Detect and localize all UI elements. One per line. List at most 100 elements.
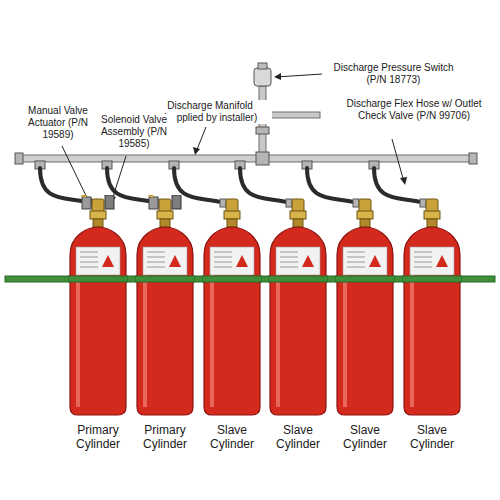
cylinder-shape <box>335 195 395 417</box>
cylinder: Slave Cylinder <box>335 195 395 451</box>
callout-label: Solenoid Valve Assembly (P/N 19585) <box>92 114 176 150</box>
leader-line <box>392 139 404 182</box>
cylinder-strap <box>268 276 328 282</box>
leader-arrow <box>400 177 407 185</box>
callout-label: Discharge Flex Hose w/ Outlet Check Valv… <box>342 98 486 122</box>
cylinder-strap <box>202 276 262 282</box>
sticker-line <box>214 267 232 268</box>
sticker-logo <box>369 255 381 267</box>
cylinder-body <box>404 227 460 415</box>
valve-collar <box>90 211 106 219</box>
valve-collar <box>424 211 440 219</box>
sticker-line <box>214 257 232 258</box>
cylinder-shape <box>202 195 262 417</box>
cylinder-label: Primary Cylinder <box>135 423 195 451</box>
cylinder-shape <box>135 195 195 417</box>
callout-label: Discharge Pressure Switch (P/N 18773) <box>324 62 463 86</box>
cylinder-label: Slave Cylinder <box>202 423 262 451</box>
leader-lines <box>62 74 404 204</box>
cylinder-label: Slave Cylinder <box>335 423 395 451</box>
sticker-line <box>280 252 298 253</box>
leader-line <box>62 146 90 204</box>
sticker-logo <box>102 255 114 267</box>
cylinder-body <box>70 227 126 415</box>
leader-arrow <box>274 73 281 80</box>
sticker-logo <box>236 255 248 267</box>
riser-stub <box>266 112 320 118</box>
sticker-line <box>80 267 98 268</box>
sticker-line <box>280 267 298 268</box>
check-valve <box>286 199 292 207</box>
cylinder-label: Slave Cylinder <box>402 423 462 451</box>
cylinder-body <box>337 227 393 415</box>
sticker-line <box>414 252 432 253</box>
discharge-manifold <box>20 155 472 162</box>
manifold-cap <box>469 153 477 164</box>
leader-line <box>196 127 206 152</box>
leader-line <box>112 156 126 200</box>
sticker-line <box>147 262 165 263</box>
riser-fitting <box>256 127 269 134</box>
switch-cap <box>258 63 267 69</box>
leader-arrow <box>193 147 200 155</box>
sticker-line <box>280 257 298 258</box>
cylinder-label-sticker <box>210 247 254 275</box>
riser-tee <box>256 152 269 165</box>
cylinder-neck <box>160 219 170 227</box>
check-valve <box>220 199 226 207</box>
sticker-line <box>414 257 432 258</box>
pressure-switch <box>254 68 271 86</box>
leader-line <box>276 74 322 77</box>
actuator-lever <box>147 195 153 197</box>
cylinder-strap <box>68 276 128 282</box>
sticker-line <box>347 252 365 253</box>
cylinder-label-sticker <box>143 247 187 275</box>
cylinder-label-sticker <box>410 247 454 275</box>
cylinder-shape <box>68 195 128 417</box>
sticker-line <box>147 252 165 253</box>
cylinder: Slave Cylinder <box>268 195 328 451</box>
sticker-line <box>80 262 98 263</box>
cylinder-label: Slave Cylinder <box>268 423 328 451</box>
flex-hose <box>307 168 357 203</box>
sticker-logo <box>436 255 448 267</box>
sticker-line <box>214 262 232 263</box>
cylinder-shape <box>268 195 328 417</box>
cylinder-label-sticker <box>276 247 320 275</box>
callout-label: Manual Valve Actuator (P/N 19589) <box>20 105 96 141</box>
cylinder: Primary Cylinder <box>68 195 128 451</box>
cylinder-neck <box>227 219 237 227</box>
cylinder: Slave Cylinder <box>402 195 462 451</box>
actuator-lever <box>80 195 86 197</box>
cylinder-label-sticker <box>76 247 120 275</box>
cylinder-strap <box>402 276 462 282</box>
cylinder-neck <box>293 219 303 227</box>
manual-actuator <box>149 197 158 209</box>
cylinder-neck <box>93 219 103 227</box>
cylinder-body <box>137 227 193 415</box>
flex-hose <box>374 168 424 203</box>
sticker-line <box>414 267 432 268</box>
valve-collar <box>157 211 173 219</box>
cylinder: Slave Cylinder <box>202 195 262 451</box>
solenoid-valve <box>172 195 181 209</box>
sticker-line <box>147 267 165 268</box>
cylinder-neck <box>360 219 370 227</box>
sticker-logo <box>169 255 181 267</box>
sticker-line <box>214 252 232 253</box>
cylinder-neck <box>427 219 437 227</box>
sticker-line <box>347 267 365 268</box>
valve-collar <box>290 211 306 219</box>
valve-collar <box>357 211 373 219</box>
check-valve <box>353 199 359 207</box>
sticker-line <box>280 262 298 263</box>
cylinder-strap <box>135 276 195 282</box>
flex-hose <box>240 168 290 203</box>
leader-arrows <box>85 73 407 207</box>
sticker-line <box>347 262 365 263</box>
cylinder-label-sticker <box>343 247 387 275</box>
mounting-bar <box>5 276 495 282</box>
cylinder-label: Primary Cylinder <box>68 423 128 451</box>
cylinder-body <box>270 227 326 415</box>
